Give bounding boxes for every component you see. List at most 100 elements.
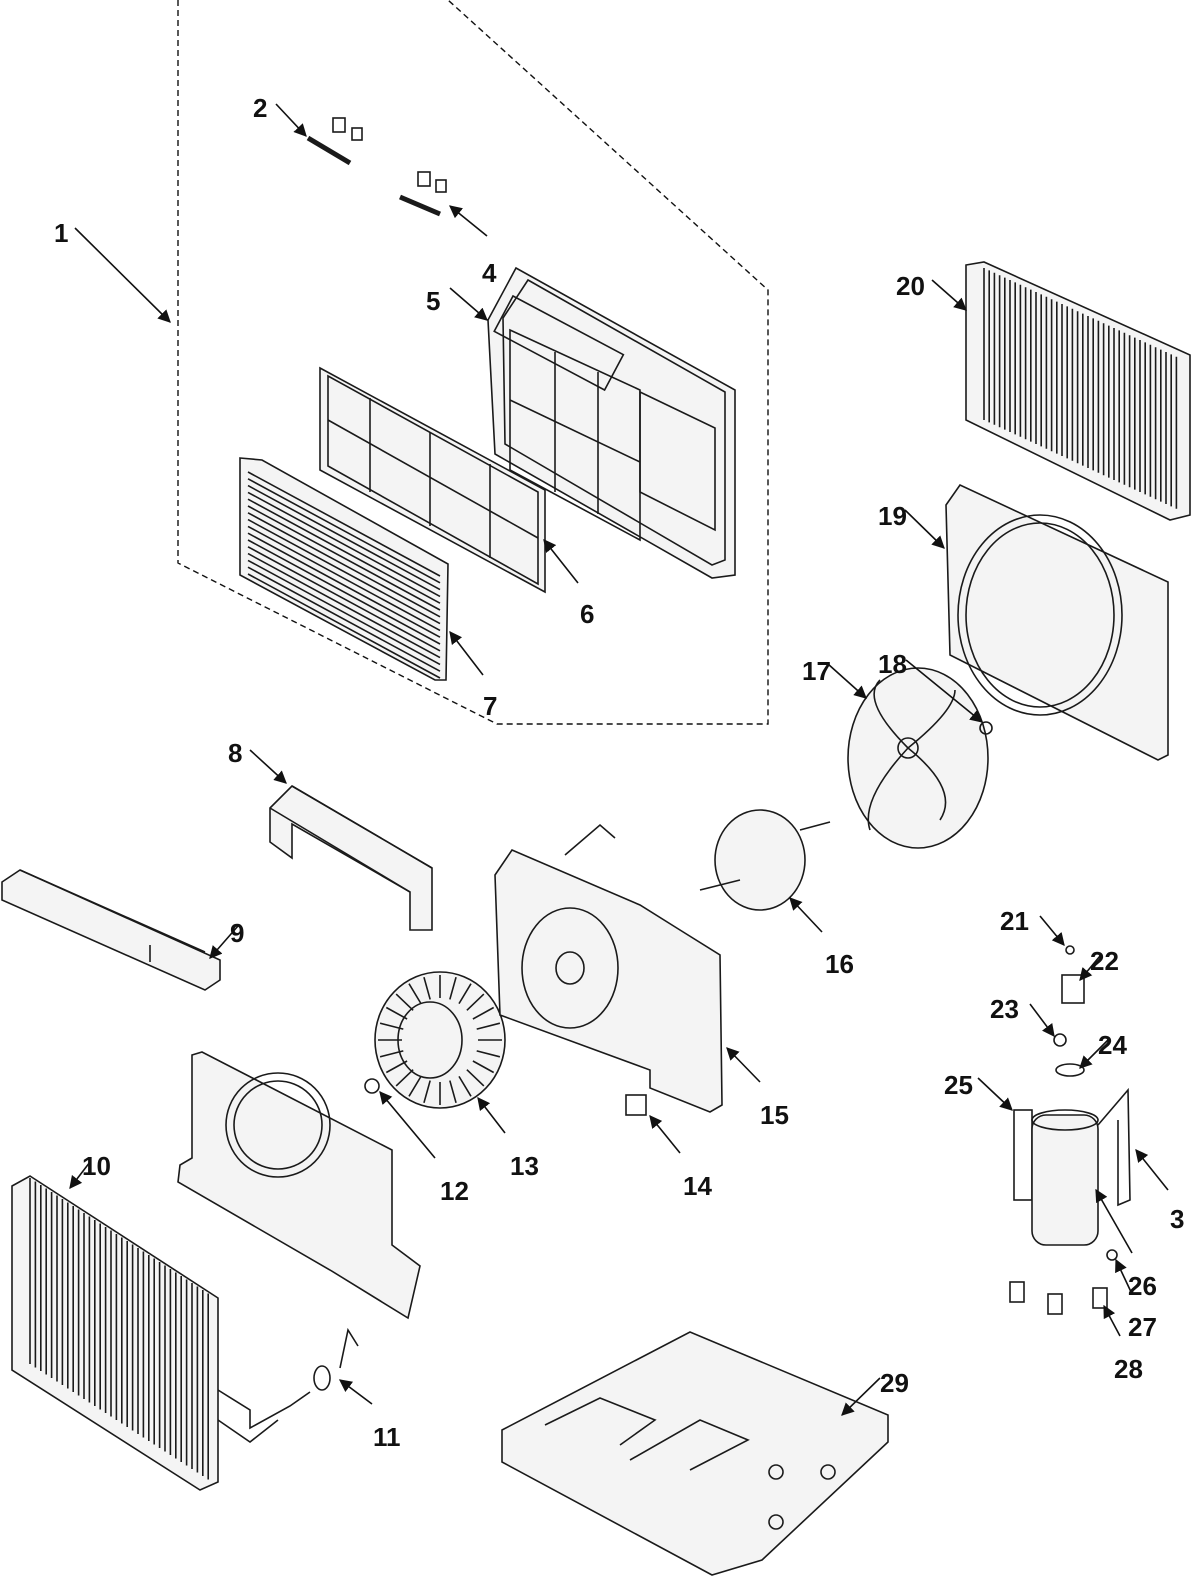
- blower-blade: [408, 1075, 422, 1097]
- callout-label-19: 19: [878, 501, 907, 531]
- blower-blade: [458, 983, 472, 1005]
- grille-slat: [247, 525, 441, 632]
- air-filter-part-6: [319, 366, 546, 594]
- callout-label-18: 18: [878, 649, 907, 679]
- callout-label-15: 15: [760, 1100, 789, 1130]
- leader-line-6: [543, 538, 579, 584]
- scroll-housing-part-15: [494, 823, 723, 1113]
- leader-line-7: [449, 630, 484, 676]
- grille-slat: [247, 478, 441, 584]
- leader-line-3: [1135, 1149, 1169, 1191]
- callout-label-16: 16: [825, 949, 854, 979]
- grille-slat: [247, 498, 441, 604]
- callout-label-7: 7: [483, 691, 497, 721]
- front-grille-part-7: [239, 457, 449, 681]
- washer-part-27: [1106, 1249, 1118, 1261]
- leader-line-21: [1039, 915, 1065, 946]
- blower-blade: [472, 1006, 495, 1020]
- grille-slat: [247, 532, 441, 638]
- leader-line-4: [449, 205, 488, 237]
- shroud-part-19: [945, 483, 1169, 761]
- terminal-part-24: [1055, 1063, 1085, 1077]
- leader-line-9: [209, 925, 239, 959]
- leader-line-2: [275, 103, 307, 137]
- grille-slat: [247, 566, 441, 672]
- evaporator-coil-part-10: [11, 1175, 219, 1491]
- leader-line-12: [379, 1091, 436, 1159]
- small-component-part-14: [625, 1094, 647, 1116]
- callout-label-25: 25: [944, 1070, 973, 1100]
- partition-part-9: [177, 1051, 421, 1320]
- callout-label-3: 3: [1170, 1204, 1184, 1234]
- drain-tray-part-9: [1, 869, 221, 991]
- leader-line-18: [905, 659, 983, 723]
- callout-label-21: 21: [1000, 906, 1029, 936]
- callout-label-6: 6: [580, 599, 594, 629]
- leader-line-24: [1079, 1039, 1109, 1069]
- callout-label-20: 20: [896, 271, 925, 301]
- base-pan-part-29: [501, 1331, 889, 1576]
- callout-label-26: 26: [1128, 1271, 1157, 1301]
- leader-line-17: [827, 663, 867, 699]
- overload-part-25: [1013, 1109, 1033, 1201]
- condenser-fan-part-17: [847, 667, 989, 849]
- callout-label-11: 11: [373, 1422, 401, 1452]
- leader-line-13: [477, 1096, 506, 1134]
- leader-line-16: [789, 897, 823, 933]
- blower-blade: [458, 1075, 472, 1097]
- callout-label-13: 13: [510, 1151, 539, 1181]
- blower-blade: [472, 1060, 495, 1074]
- callout-label-2: 2: [253, 93, 267, 123]
- leader-line-25: [977, 1077, 1013, 1111]
- callout-label-23: 23: [990, 994, 1019, 1024]
- blower-blade: [385, 1060, 408, 1074]
- blower-blade: [423, 976, 431, 1000]
- leader-line-28: [1103, 1304, 1121, 1337]
- condenser-coil-part-20: [965, 261, 1191, 521]
- piping-part-11: [217, 1327, 359, 1443]
- terminal-cover-part-22: [1061, 974, 1085, 1004]
- callout-label-17: 17: [802, 656, 831, 686]
- blower-blade: [476, 1022, 501, 1030]
- grille-slat: [247, 539, 441, 645]
- nut-part-12: [364, 1078, 380, 1094]
- blower-blade: [395, 993, 414, 1011]
- callout-label-28: 28: [1114, 1354, 1143, 1384]
- louver-clip-part-4: [399, 171, 447, 217]
- leader-line-10: [69, 1161, 91, 1190]
- callout-label-27: 27: [1128, 1312, 1157, 1342]
- grille-slat: [247, 512, 441, 618]
- nut-part-18: [979, 721, 993, 735]
- blower-blade: [466, 1069, 485, 1087]
- callout-label-12: 12: [440, 1176, 469, 1206]
- blower-blade: [449, 1080, 457, 1104]
- leader-line-11: [338, 1379, 373, 1405]
- leader-line-5: [449, 287, 488, 321]
- callout-label-5: 5: [426, 286, 440, 316]
- grille-slat: [247, 559, 441, 666]
- blower-blade: [466, 993, 485, 1011]
- grille-slat: [247, 505, 441, 611]
- callout-label-24: 24: [1098, 1030, 1127, 1060]
- grille-slat: [247, 491, 441, 598]
- fan-motor-part-16: [699, 809, 831, 911]
- callout-label-4: 4: [482, 258, 497, 288]
- grommet-parts-28: [1009, 1281, 1108, 1315]
- louver-clip-part-2: [306, 117, 363, 166]
- callout-label-22: 22: [1090, 946, 1119, 976]
- blower-blade: [423, 1080, 431, 1104]
- leader-line-19: [904, 509, 945, 549]
- leader-line-14: [649, 1115, 681, 1154]
- leader-line-23: [1029, 1003, 1055, 1038]
- blower-blade: [379, 1050, 404, 1058]
- callout-label-9: 9: [230, 918, 244, 948]
- leader-line-1: [74, 227, 171, 323]
- blower-blade: [449, 976, 457, 1000]
- leader-line-26: [1095, 1188, 1133, 1254]
- compressor-part-26: [1031, 1087, 1131, 1246]
- front-assembly-boundary: [177, 0, 769, 725]
- grille-slat: [247, 471, 441, 577]
- blower-wheel-part-13: [374, 971, 506, 1109]
- blower-blade: [395, 1069, 414, 1087]
